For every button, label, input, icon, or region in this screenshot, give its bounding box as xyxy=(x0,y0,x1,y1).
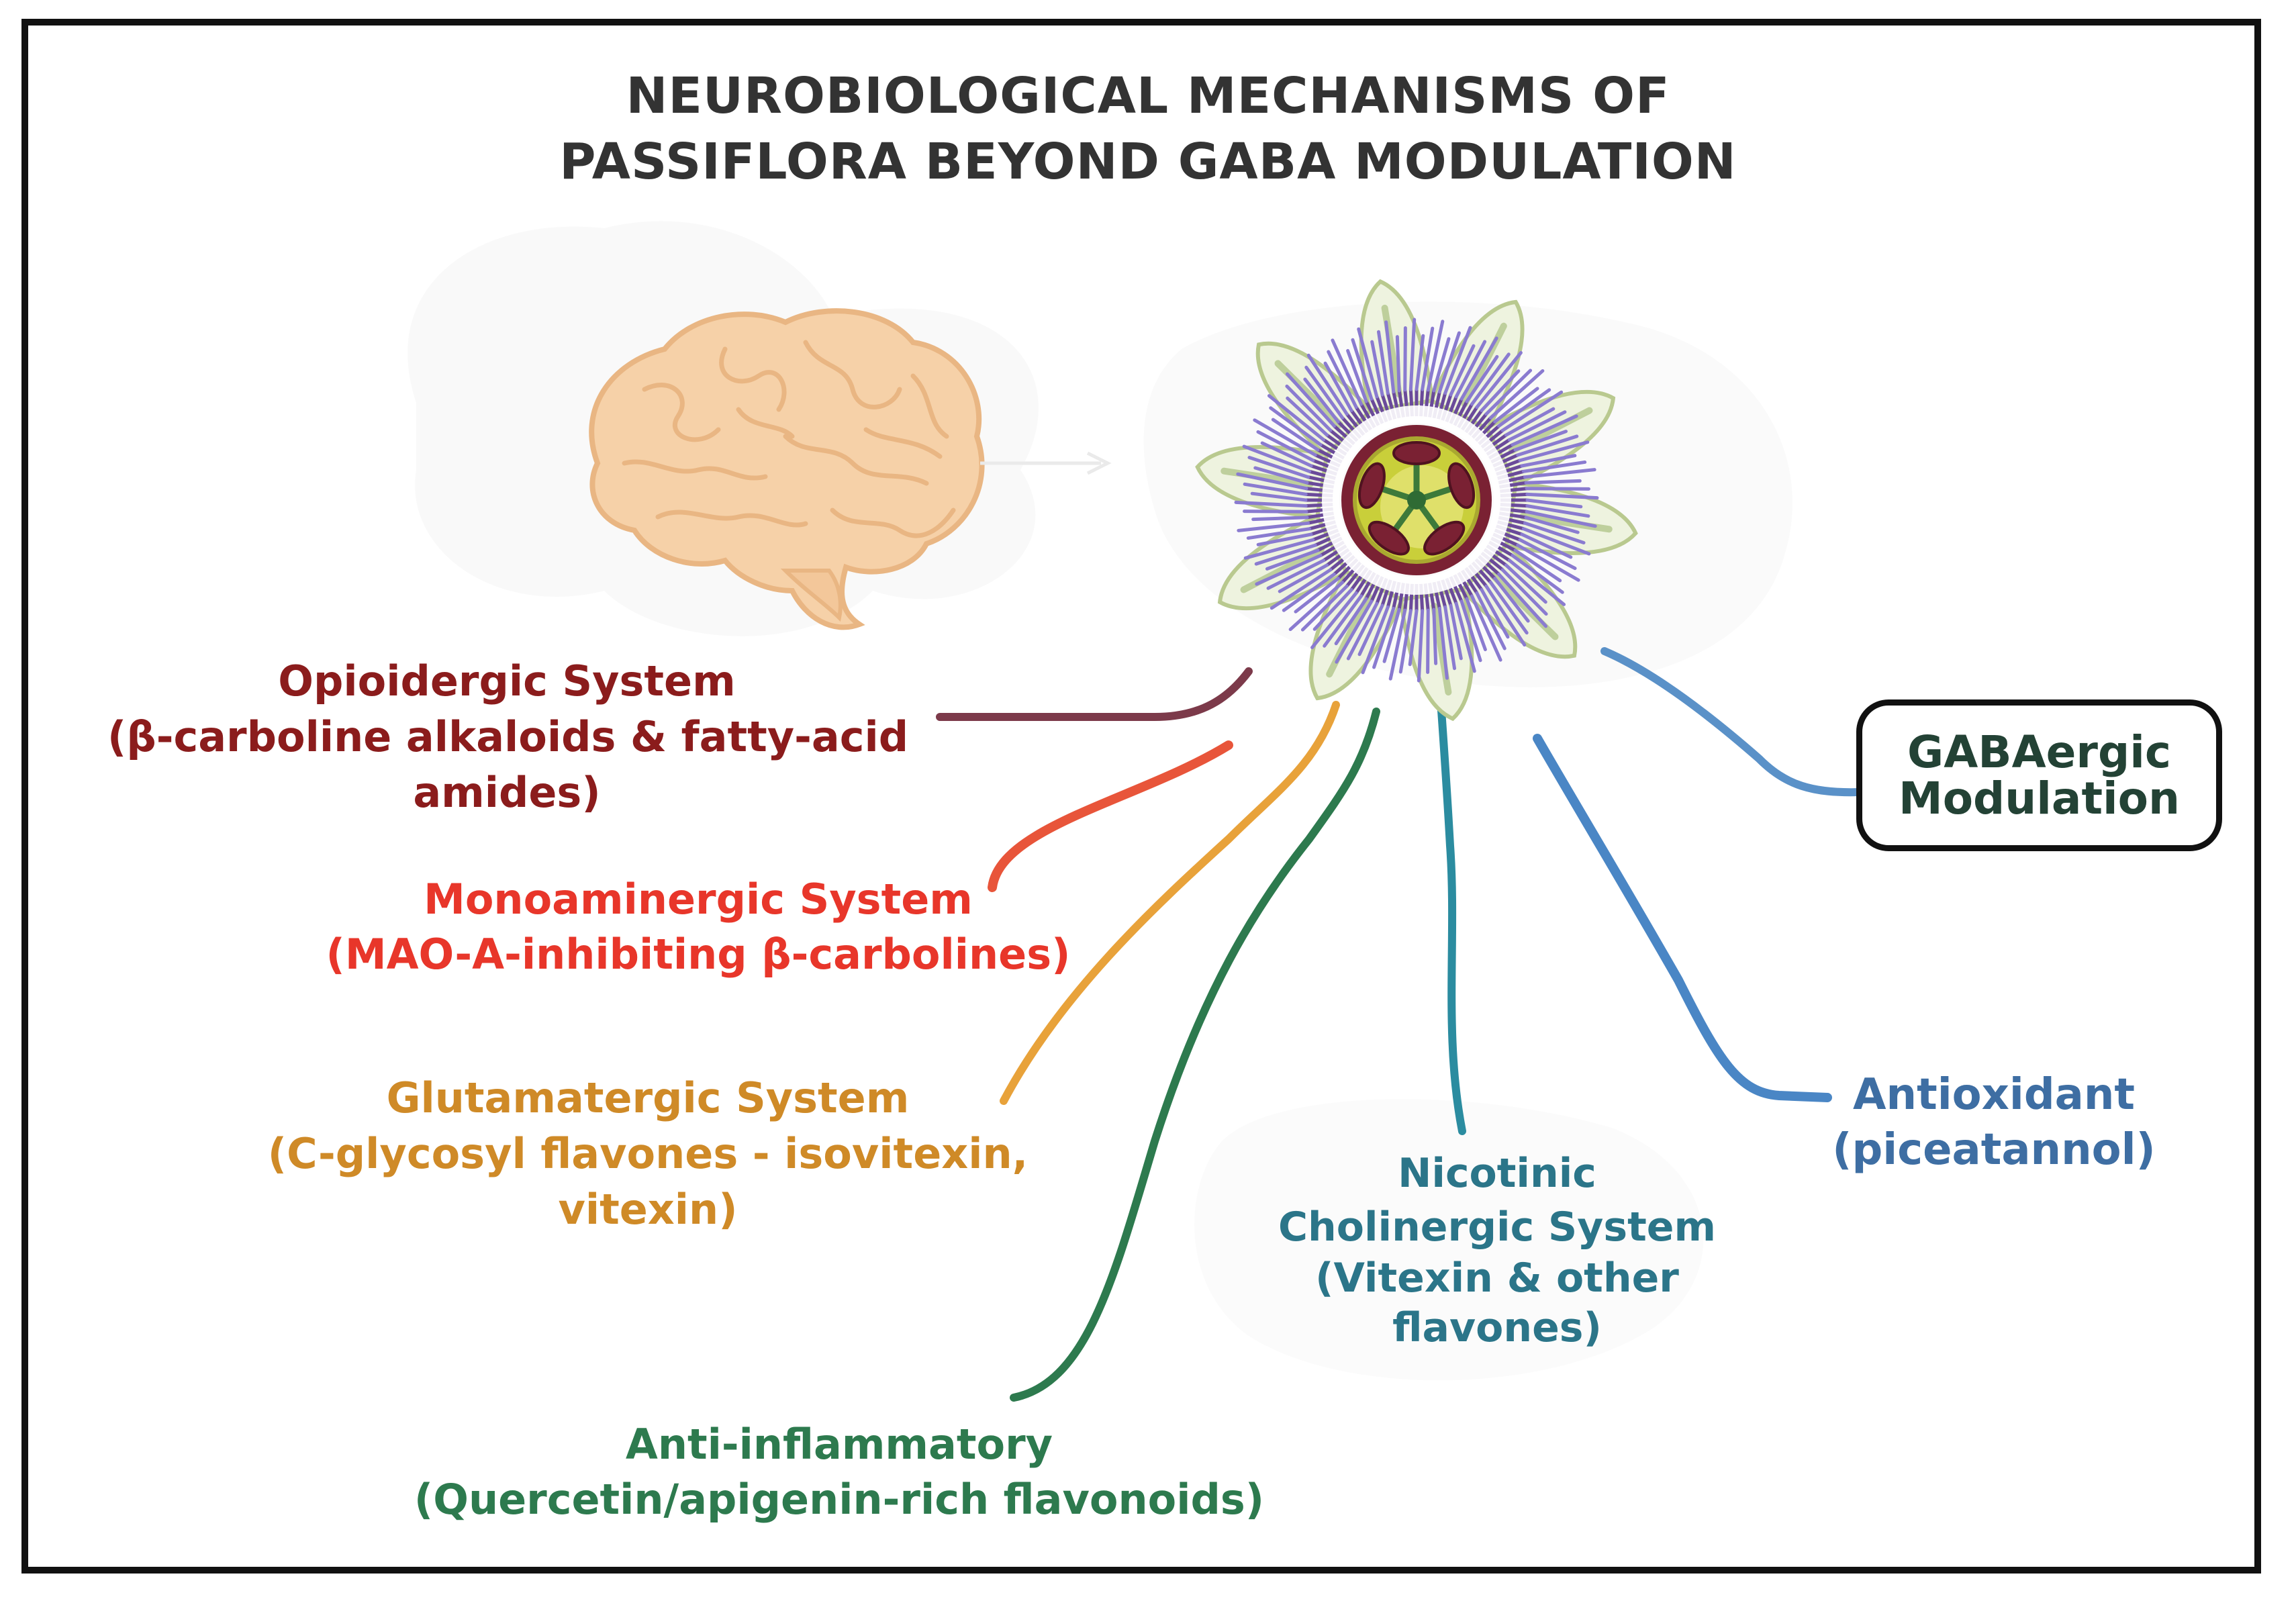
glutamatergic-title: Glutamatergic System xyxy=(386,1073,910,1122)
gabaergic-title: GABAergic xyxy=(1907,726,2171,778)
nicotinic-title-2: Cholinergic System xyxy=(1278,1204,1716,1251)
gabaergic-detail: Modulation xyxy=(1899,773,2180,824)
opioidergic-detail-1: (β-carboline alkaloids & fatty-acid xyxy=(107,712,909,761)
nicotinic-detail-1: (Vitexin & other xyxy=(1315,1255,1679,1302)
label-antioxidant: Antioxidant (piceatannol) xyxy=(1806,1067,2182,1177)
antioxidant-detail: (piceatannol) xyxy=(1832,1125,2156,1175)
label-anti-inflammatory: Anti-inflammatory (Quercetin/apigenin-ri… xyxy=(403,1418,1276,1528)
connector-gabaergic xyxy=(1600,647,1864,797)
label-opioidergic: Opioidergic System (β-carboline alkaloid… xyxy=(107,655,909,820)
connector-opioidergic xyxy=(936,667,1253,721)
monoaminergic-title: Monoaminergic System xyxy=(424,875,973,924)
connector-nicotinic xyxy=(1436,687,1466,1135)
opioidergic-detail-2: amides) xyxy=(413,768,601,817)
passion-flower-icon xyxy=(1195,279,1638,722)
label-monoaminergic: Monoaminergic System (MAO-A-inhibiting β… xyxy=(309,873,1088,983)
brain-icon xyxy=(589,308,1112,630)
anti-inflammatory-detail: (Quercetin/apigenin-rich flavonoids) xyxy=(414,1475,1265,1524)
connector-monoaminergic xyxy=(988,740,1233,892)
connector-glutamatergic xyxy=(1000,701,1340,1105)
glutamatergic-detail-2: vitexin) xyxy=(558,1185,738,1234)
connector-antioxidant xyxy=(1533,734,1832,1102)
nicotinic-detail-2: flavones) xyxy=(1392,1304,1602,1351)
anti-inflammatory-title: Anti-inflammatory xyxy=(625,1420,1053,1469)
connector-lines xyxy=(936,647,1864,1402)
label-glutamatergic: Glutamatergic System (C-glycosyl flavone… xyxy=(195,1071,1101,1237)
monoaminergic-detail: (MAO-A-inhibiting β-carbolines) xyxy=(326,930,1071,979)
opioidergic-title: Opioidergic System xyxy=(278,657,736,706)
title-line-1: NEUROBIOLOGICAL MECHANISMS OF xyxy=(626,67,1670,125)
glutamatergic-detail-1: (C-glycosyl flavones - isovitexin, xyxy=(267,1129,1029,1178)
label-nicotinic: Nicotinic Cholinergic System (Vitexin & … xyxy=(1262,1147,1732,1353)
nicotinic-title-1: Nicotinic xyxy=(1398,1150,1596,1197)
gabaergic-box: GABAergic Modulation xyxy=(1856,699,2222,851)
antioxidant-title: Antioxidant xyxy=(1853,1070,2135,1120)
connector-anti-inflammatory xyxy=(1010,708,1380,1402)
title-line-2: PASSIFLORA BEYOND GABA MODULATION xyxy=(559,133,1737,191)
